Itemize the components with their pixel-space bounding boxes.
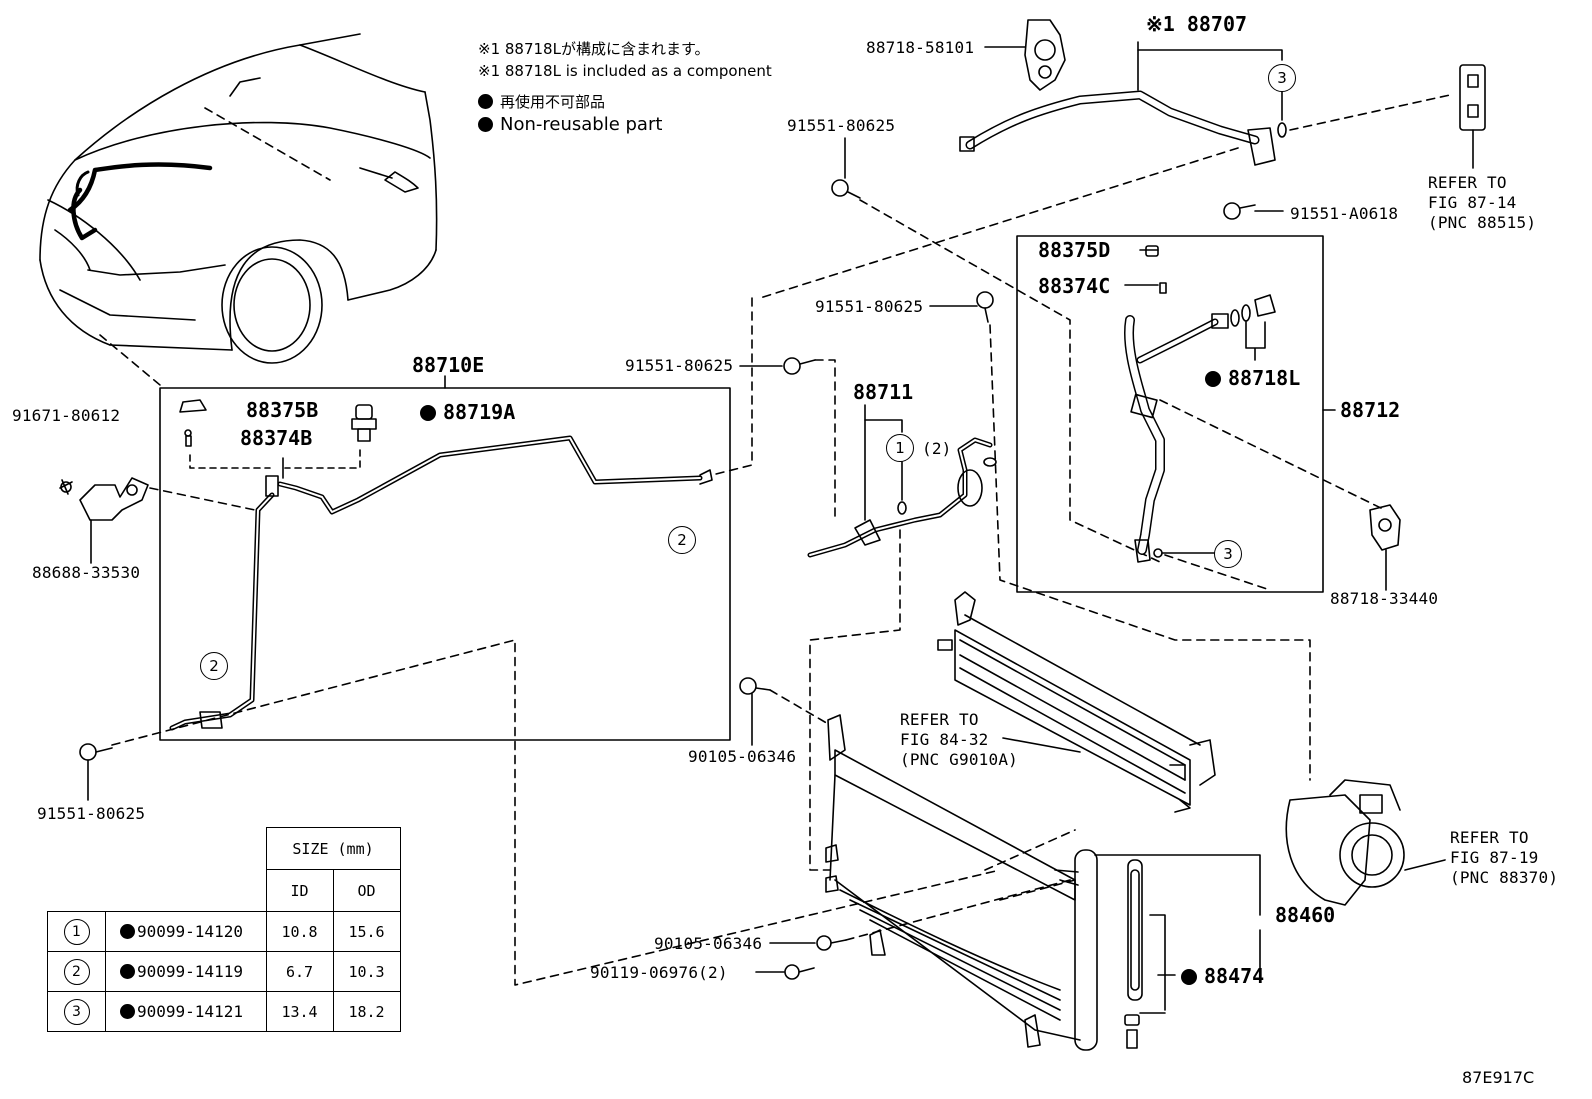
radiator-outline bbox=[937, 591, 1216, 813]
liquid-pipe-88711 bbox=[807, 404, 997, 871]
label-88688-33530: 88688-33530 bbox=[32, 563, 141, 582]
clamp-88688-33530 bbox=[59, 477, 256, 564]
callout-2-right: 2 bbox=[668, 526, 696, 554]
bolt-91551-80625-upper-left bbox=[711, 297, 836, 521]
expansion-valve bbox=[1459, 64, 1486, 169]
o-ring-size-table: SIZE (mm) ID OD 1 90099-14120 10.8 15.6 … bbox=[47, 827, 401, 1032]
label-88712: 88712 bbox=[1340, 398, 1401, 422]
label-91551-80625-c: 91551-80625 bbox=[625, 356, 734, 375]
note-jp: ※1 88718Lが構成に含まれます。 bbox=[478, 40, 710, 58]
callout-1: 1 bbox=[886, 434, 914, 462]
label-88460: 88460 bbox=[1275, 903, 1336, 927]
suction-hose-88712 bbox=[1124, 245, 1386, 591]
label-88474: 88474 bbox=[1181, 966, 1264, 986]
label-88718l: 88718L bbox=[1205, 368, 1300, 388]
bolt-91551-80625-mid bbox=[929, 291, 1311, 781]
label-90119-06976: 90119-06976(2) bbox=[590, 963, 728, 982]
label-90105-06346-b: 90105-06346 bbox=[654, 934, 763, 953]
note-en: ※1 88718L is included as a component bbox=[478, 62, 772, 80]
table-row: 3 90099-14121 13.4 18.2 bbox=[47, 991, 401, 1032]
clamp-88718-58101 bbox=[984, 19, 1066, 91]
label-88374b: 88374B bbox=[240, 426, 313, 450]
col-id-header: ID bbox=[265, 869, 334, 912]
bolts-condenser bbox=[739, 677, 1071, 980]
bolts-top bbox=[759, 137, 1284, 563]
label-ring-quantity: (2) bbox=[922, 439, 952, 458]
figure-code: 87E917C bbox=[1462, 1068, 1535, 1087]
note-non-reusable-jp: 再使用不可部品 bbox=[478, 91, 605, 112]
note-non-reusable-en: Non-reusable part bbox=[478, 114, 662, 135]
label-88719a: 88719A bbox=[420, 402, 515, 422]
label-90105-06346-a: 90105-06346 bbox=[688, 747, 797, 766]
label-88374c: 88374C bbox=[1038, 274, 1111, 298]
label-91671-80612: 91671-80612 bbox=[12, 406, 121, 425]
label-91551-80625-d: 91551-80625 bbox=[37, 804, 146, 823]
size-header: SIZE (mm) bbox=[265, 827, 401, 870]
label-91551-a0618: 91551-A0618 bbox=[1290, 204, 1399, 223]
col-od-header: OD bbox=[332, 869, 401, 912]
bolt-91551-80625-lower bbox=[79, 639, 1001, 986]
label-88718-58101: 88718-58101 bbox=[866, 38, 975, 57]
callout-3-hose: 3 bbox=[1214, 540, 1242, 568]
table-row: 2 90099-14119 6.7 10.3 bbox=[47, 951, 401, 992]
label-88375b: 88375B bbox=[246, 398, 319, 422]
callout-2-left: 2 bbox=[200, 652, 228, 680]
label-91551-80625-a: 91551-80625 bbox=[787, 116, 896, 135]
table-row: 1 90099-14120 10.8 15.6 bbox=[47, 911, 401, 952]
compressor-outline bbox=[1285, 779, 1446, 906]
label-88718-33440: 88718-33440 bbox=[1330, 589, 1439, 608]
label-88707: ※1 88707 bbox=[1146, 12, 1248, 36]
callout-3-top: 3 bbox=[1268, 64, 1296, 92]
label-88710e: 88710E bbox=[412, 353, 485, 377]
discharge-pipe-88710e bbox=[169, 399, 713, 731]
bracket-88718-33440 bbox=[1369, 504, 1401, 591]
vehicle-front-illustration bbox=[39, 33, 438, 386]
condenser-88460 bbox=[825, 714, 1261, 1051]
hose-88707 bbox=[959, 41, 1451, 166]
label-91551-80625-b: 91551-80625 bbox=[815, 297, 924, 316]
label-88711: 88711 bbox=[853, 380, 914, 404]
label-88375d: 88375D bbox=[1038, 238, 1111, 262]
hose-88712-box bbox=[1016, 235, 1324, 593]
